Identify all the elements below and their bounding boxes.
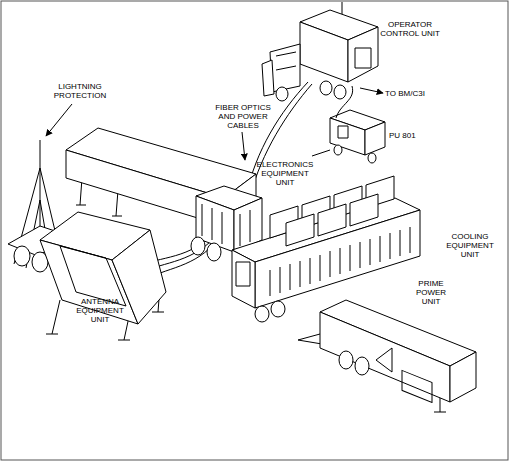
power-trailer bbox=[298, 300, 476, 412]
part-label: TO BM/C3I bbox=[385, 89, 425, 98]
leader-arrow bbox=[360, 88, 383, 93]
part-label: COOLING EQUIPMENT UNIT bbox=[437, 232, 503, 259]
leader-arrow bbox=[242, 132, 245, 160]
antenna-trailer bbox=[8, 212, 166, 340]
part-label: PRIME POWER UNIT bbox=[410, 279, 452, 306]
part-label: ANTENNA EQUIPMENT UNIT bbox=[67, 297, 133, 324]
cooling-trailer bbox=[232, 176, 420, 322]
part-label: OPERATOR CONTROL UNIT bbox=[377, 20, 443, 38]
generator bbox=[312, 110, 385, 163]
part-label: LIGHTNING PROTECTION bbox=[47, 82, 113, 100]
part-label: PU 801 bbox=[389, 131, 416, 140]
part-label: ELECTRONICS EQUIPMENT UNIT bbox=[252, 160, 318, 187]
leader-arrow bbox=[46, 104, 72, 136]
cable bbox=[336, 86, 353, 118]
operator-truck bbox=[262, 2, 378, 101]
part-label: FIBER OPTICS AND POWER CABLES bbox=[210, 103, 276, 130]
